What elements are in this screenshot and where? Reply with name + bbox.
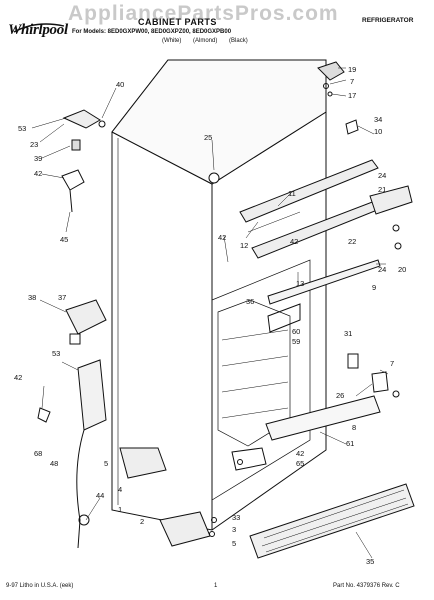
- callout-36: 36: [246, 297, 254, 306]
- callout-5: 5: [104, 459, 108, 468]
- callout-53: 53: [18, 124, 26, 133]
- callout-31: 31: [344, 329, 352, 338]
- callout-4: 4: [118, 485, 122, 494]
- callout-59: 59: [292, 337, 300, 346]
- brand-name: Whirlpool: [8, 22, 68, 38]
- callout-2: 2: [140, 517, 144, 526]
- callout-11: 11: [288, 189, 296, 198]
- callout-12: 12: [240, 241, 248, 250]
- callout-45: 45: [60, 235, 68, 244]
- callout-34: 34: [374, 115, 382, 124]
- cabinet-drawing: [37, 59, 415, 559]
- callout-8: 8: [352, 423, 356, 432]
- callout-numbers: 53 23 39 42 45 40 25 11 12 42 13 36 60 5…: [14, 65, 406, 566]
- model-list: For Models: 8ED0GXPW00, 8ED0GXPZ00, 8ED0…: [72, 29, 232, 35]
- callout-19: 19: [348, 65, 356, 74]
- callout-40: 40: [116, 80, 124, 89]
- callout-23: 23: [30, 140, 38, 149]
- callout-42e: 42: [296, 449, 304, 458]
- callout-5b: 5: [232, 539, 236, 548]
- callout-53b: 53: [52, 349, 60, 358]
- callout-13: 13: [296, 279, 304, 288]
- callout-68: 68: [34, 449, 42, 458]
- callout-42: 42: [34, 169, 42, 178]
- callout-60: 60: [292, 327, 300, 336]
- color-white: (White): [162, 38, 182, 44]
- category-label: REFRIGERATOR: [362, 17, 414, 24]
- callout-38: 38: [28, 293, 36, 302]
- callout-35: 35: [366, 557, 374, 566]
- callout-48: 48: [50, 459, 58, 468]
- callout-21: 21: [378, 185, 386, 194]
- callout-33: 33: [232, 513, 240, 522]
- watermark: AppliancePartsPros.com: [68, 2, 339, 25]
- callout-22: 22: [348, 237, 356, 246]
- callout-37: 37: [58, 293, 66, 302]
- callout-20: 20: [398, 265, 406, 274]
- callout-7: 7: [350, 77, 354, 86]
- callout-10: 10: [374, 127, 382, 136]
- callout-42c: 42: [290, 237, 298, 246]
- callout-26: 26: [336, 391, 344, 400]
- callout-1: 1: [118, 505, 122, 514]
- callout-leaders: [31, 67, 389, 559]
- page-number: 1: [214, 583, 218, 589]
- callout-42b: 42: [218, 233, 226, 242]
- page-title: CABINET PARTS: [138, 17, 217, 27]
- callout-7b: 7: [390, 359, 394, 368]
- callout-61: 61: [346, 439, 354, 448]
- callout-3: 3: [232, 525, 236, 534]
- color-black: (Black): [229, 38, 248, 44]
- callout-17: 17: [348, 91, 356, 100]
- brand-swoosh-icon: [13, 23, 65, 33]
- callout-9: 9: [372, 283, 376, 292]
- part-number: Part No. 4379376 Rev. C: [333, 583, 400, 589]
- color-list: (White) (Almond) (Black): [162, 38, 248, 44]
- print-info: 9-97 Litho in U.S.A. (eek): [6, 583, 74, 589]
- brand-logo: [6, 16, 68, 56]
- callout-25: 25: [204, 133, 212, 142]
- callout-65: 65: [296, 459, 304, 468]
- callout-42d: 42: [14, 373, 22, 382]
- callout-39: 39: [34, 154, 42, 163]
- callout-24b: 24: [378, 265, 386, 274]
- callout-24: 24: [378, 171, 386, 180]
- callout-44: 44: [96, 491, 104, 500]
- color-almond: (Almond): [193, 38, 218, 44]
